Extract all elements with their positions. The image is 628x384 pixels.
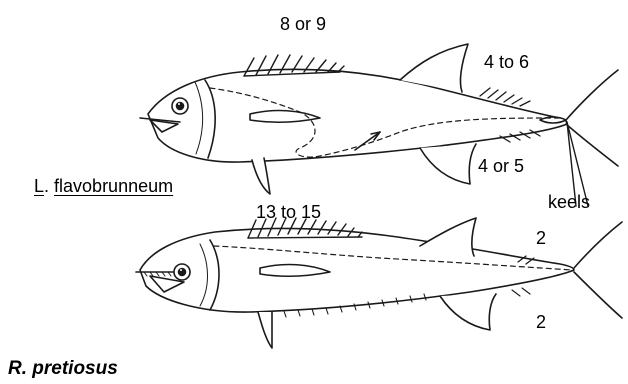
- species-label-lepidocybium: L. flavobrunneum: [34, 176, 173, 197]
- fish2-dorsal-finlet-count: 13 to 15: [256, 202, 321, 223]
- species-genus-dot: .: [44, 176, 54, 196]
- fish-ruvettus-drawing: [136, 218, 622, 348]
- keels-label: keels: [548, 192, 590, 213]
- species-label-ruvettus: R. pretiosus: [8, 358, 118, 380]
- fish2-lower-finlet-count: 2: [536, 312, 546, 333]
- fish-lepidocybium-drawing: [140, 44, 618, 206]
- fish2-upper-finlet-count: 2: [536, 228, 546, 249]
- fish1-upper-finlet-count: 4 to 6: [484, 52, 529, 73]
- fish1-lower-finlet-count: 4 or 5: [478, 156, 524, 177]
- fish1-dorsal-finlet-count: 8 or 9: [280, 14, 326, 35]
- species-epithet: flavobrunneum: [54, 176, 173, 196]
- species-genus-initial: L: [34, 176, 44, 196]
